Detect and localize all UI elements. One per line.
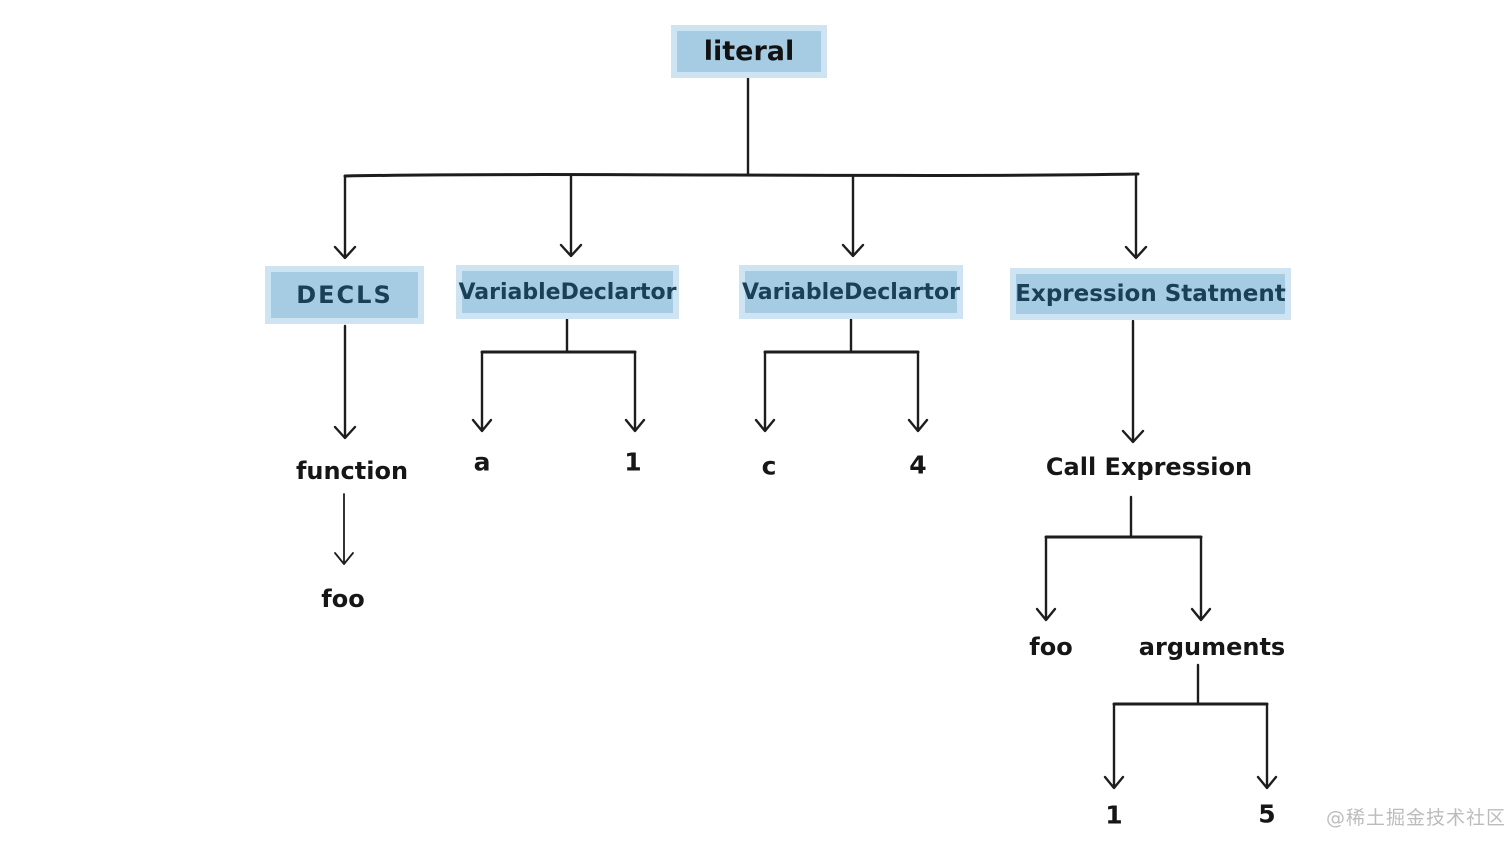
edge-vd2-4 <box>907 350 929 433</box>
edge-vd2-c <box>754 350 776 433</box>
watermark: @稀土掘金技术社区 <box>1326 807 1507 829</box>
edge-branch-vd2 <box>841 174 865 258</box>
edge-decls-function <box>333 324 357 440</box>
node-foo: foo <box>321 585 365 613</box>
edge-vd1-1 <box>624 350 646 433</box>
edge-call-foo <box>1035 535 1057 622</box>
edge-branch-expr <box>1124 174 1148 260</box>
node-a: a <box>473 447 491 477</box>
edge-expr-call <box>1121 319 1145 444</box>
edge-arguments-5 <box>1256 702 1278 790</box>
node-decls: DECLS <box>265 266 424 324</box>
node-arguments: arguments <box>1138 633 1286 661</box>
node-call-expression: Call Expression <box>1045 453 1253 481</box>
edge-call-arguments <box>1190 535 1212 622</box>
node-1: 1 <box>624 447 642 477</box>
edge-branch-vd1 <box>559 174 583 258</box>
node-literal: literal <box>671 25 827 78</box>
edge-top-bar <box>343 172 1140 178</box>
edge-function-foo <box>334 493 354 565</box>
node-arg-1: 1 <box>1105 800 1123 830</box>
node-variable-declartor-1: VariableDeclartor <box>456 265 679 319</box>
node-4: 4 <box>909 450 927 480</box>
edge-arguments-1 <box>1103 702 1125 790</box>
node-variable-declartor-2: VariableDeclartor <box>739 265 963 319</box>
edge-vd1-a <box>471 350 493 433</box>
node-call-foo: foo <box>1029 633 1073 661</box>
edge-branch-decls <box>333 174 357 260</box>
node-c: c <box>761 451 777 481</box>
node-arg-5: 5 <box>1258 799 1276 829</box>
node-expression-statment: Expression Statment <box>1010 268 1291 320</box>
node-function: function <box>295 457 409 485</box>
